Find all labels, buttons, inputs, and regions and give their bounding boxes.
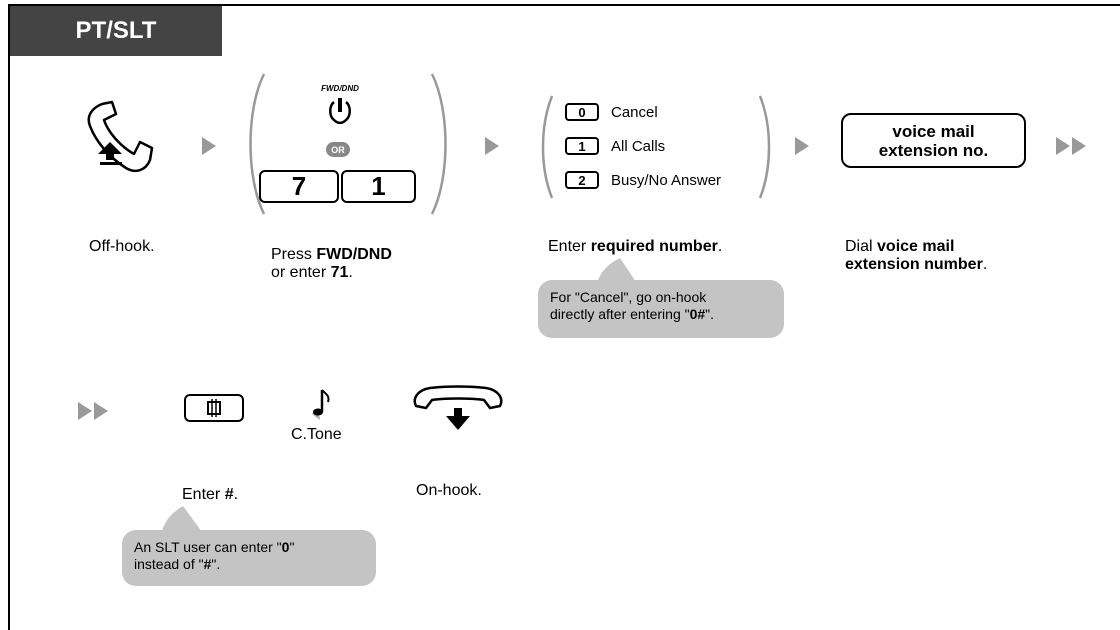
- offhook-caption: Off-hook.: [89, 238, 155, 255]
- fwd-bracket-group: [249, 73, 447, 215]
- option-cancel[interactable]: 0 Cancel: [565, 103, 658, 121]
- hash-key[interactable]: #: [184, 394, 244, 422]
- music-note-icon: [312, 389, 330, 420]
- fwd-dnd-button-icon[interactable]: [328, 96, 352, 124]
- option-label: Busy/No Answer: [611, 171, 722, 189]
- step-arrow: [485, 137, 499, 155]
- voicemail-extension-box[interactable]: voice mail extension no.: [841, 113, 1026, 168]
- hash-key-icon: [207, 399, 221, 417]
- option-label: Cancel: [611, 103, 658, 121]
- on-hook-handset-icon: [413, 385, 503, 430]
- mode-tab: PT/SLT: [10, 6, 222, 56]
- step-arrow: [202, 137, 216, 155]
- continue-arrow: [78, 402, 92, 420]
- option-key: 0: [565, 103, 599, 121]
- step-arrow: [795, 137, 809, 155]
- tone-label: C.Tone: [291, 426, 342, 443]
- option-label: All Calls: [611, 137, 666, 155]
- voicemail-box-line1: voice mail: [892, 121, 975, 141]
- or-badge: OR: [326, 142, 350, 157]
- voicemail-caption: Dial voice mail extension number.: [845, 238, 988, 273]
- continue-arrow: [94, 402, 108, 420]
- voicemail-box-line2: extension no.: [878, 140, 989, 160]
- continue-arrow: [1072, 137, 1086, 155]
- cancel-note-bubble: For "Cancel", go on-hook directly after …: [538, 280, 784, 338]
- option-key: 2: [565, 171, 599, 189]
- continue-arrow: [1056, 137, 1070, 155]
- option-key: 1: [565, 137, 599, 155]
- fwd-dnd-button-label: FWD/DND: [321, 84, 359, 93]
- bubble-tail: [161, 506, 205, 536]
- onhook-caption: On-hook.: [416, 482, 482, 499]
- options-caption: Enter required number.: [548, 238, 723, 255]
- off-hook-handset-icon: [87, 100, 154, 172]
- options-bracket-group: [541, 95, 771, 199]
- diagram-frame: [8, 4, 1120, 630]
- option-busy-no-answer[interactable]: 2 Busy/No Answer: [565, 171, 721, 189]
- hash-caption: Enter #.: [182, 486, 239, 503]
- slt-note-bubble: An SLT user can enter "0" instead of "#"…: [122, 530, 376, 586]
- fwd-caption: Press FWD/DND or enter 71.: [271, 246, 392, 281]
- dial-key-7[interactable]: 7: [259, 170, 339, 203]
- option-all-calls[interactable]: 1 All Calls: [565, 137, 665, 155]
- dial-key-1[interactable]: 1: [341, 170, 416, 203]
